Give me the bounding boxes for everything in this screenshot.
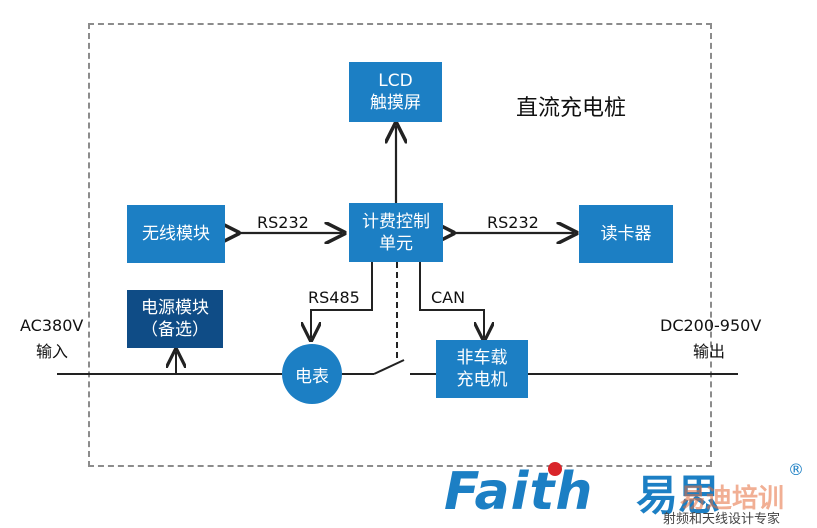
rs485-link — [311, 262, 373, 338]
meter-circle: 电表 — [282, 344, 342, 404]
billing-control-unit-box: 计费控制 单元 — [349, 203, 443, 262]
rs232-right-label: RS232 — [487, 213, 539, 232]
input-caption: 输入 — [36, 342, 69, 361]
meter-label: 电表 — [295, 366, 329, 387]
rs232-left-label: RS232 — [257, 213, 309, 232]
wireless-label: 无线模块 — [142, 224, 210, 244]
controller-label-line1: 计费控制 — [362, 211, 430, 232]
charger-label-line1: 非车载 — [456, 348, 508, 368]
can-label: CAN — [431, 288, 466, 307]
power-module-label-line2: （备选） — [141, 320, 209, 340]
switch-blade — [373, 359, 405, 375]
brand-logo-cn: 易思 — [636, 471, 721, 520]
lcd-label-line2: 触摸屏 — [370, 93, 421, 113]
diagram-title: 直流充电桩 — [516, 96, 627, 121]
power-module-box: 电源模块 （备选） — [127, 290, 223, 348]
rs485-label: RS485 — [308, 288, 360, 307]
brand-slogan: 射频和天线设计专家 — [663, 512, 781, 527]
off-board-charger-box: 非车载 充电机 — [436, 340, 528, 398]
card-reader-label: 读卡器 — [600, 224, 652, 244]
lcd-label-line1: LCD — [378, 71, 413, 91]
logo-dot — [548, 462, 562, 476]
card-reader-box: 读卡器 — [579, 205, 673, 263]
brand-logo: Faith — [444, 462, 594, 522]
wireless-module-box: 无线模块 — [127, 205, 225, 263]
registered-mark: ® — [788, 460, 804, 479]
controller-label-line2: 单元 — [379, 233, 413, 254]
power-module-label-line1: 电源模块 — [141, 298, 209, 318]
output-caption: 输出 — [693, 342, 726, 361]
charger-label-line2: 充电机 — [456, 370, 508, 390]
watermark: 易迪培训 — [680, 484, 785, 514]
can-link — [419, 262, 484, 338]
input-voltage-label: AC380V — [20, 316, 84, 335]
charging-pile-boundary — [88, 23, 712, 467]
lcd-touchscreen-box: LCD 触摸屏 — [349, 62, 442, 122]
output-voltage-label: DC200-950V — [660, 316, 762, 335]
